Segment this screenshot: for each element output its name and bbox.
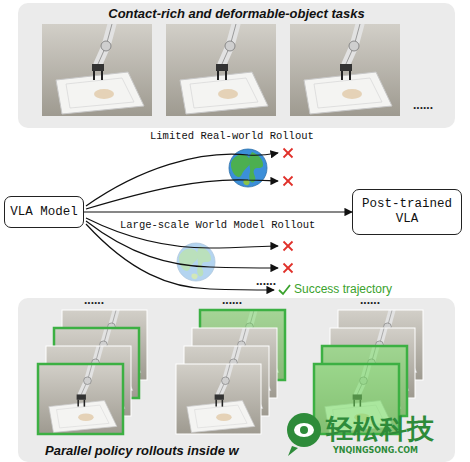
model-box: Post-trained VLA	[352, 189, 462, 235]
rollout-arrow	[86, 224, 274, 290]
ellipsis: ......	[256, 274, 276, 288]
real-world-rollout	[86, 149, 293, 210]
flow-arrow	[84, 211, 352, 212]
rollout-arrow	[86, 153, 278, 206]
success-check	[279, 285, 290, 294]
fail-cross	[284, 149, 293, 158]
fail-cross	[284, 264, 293, 273]
panel-heading: Contact-rich and deformable-object tasks	[18, 6, 455, 21]
panel-heading: Parallel policy rollouts inside w	[45, 443, 239, 458]
ellipsis: ......	[84, 293, 104, 307]
model-box: VLA Model	[4, 196, 84, 228]
ellipsis: ......	[222, 293, 242, 307]
task-panel: Contact-rich and deformable-object tasks	[18, 3, 455, 128]
fail-cross	[284, 177, 293, 186]
ellipsis: ......	[413, 98, 433, 112]
watermark: YNQINGSONG.COM	[333, 446, 418, 455]
globe-icon	[177, 243, 215, 281]
ellipsis: ......	[360, 293, 380, 307]
watermark: 轻松科技	[326, 411, 434, 447]
globe-icon	[229, 149, 267, 187]
rollout-label: Limited Real-world Rollout	[150, 130, 314, 142]
box-label: Post-trained VLA	[353, 197, 461, 227]
rollout-arrow	[86, 180, 278, 209]
rollout-label: Large-scale World Model Rollout	[118, 219, 317, 231]
fail-cross	[284, 242, 293, 251]
box-label: VLA Model	[10, 205, 78, 220]
